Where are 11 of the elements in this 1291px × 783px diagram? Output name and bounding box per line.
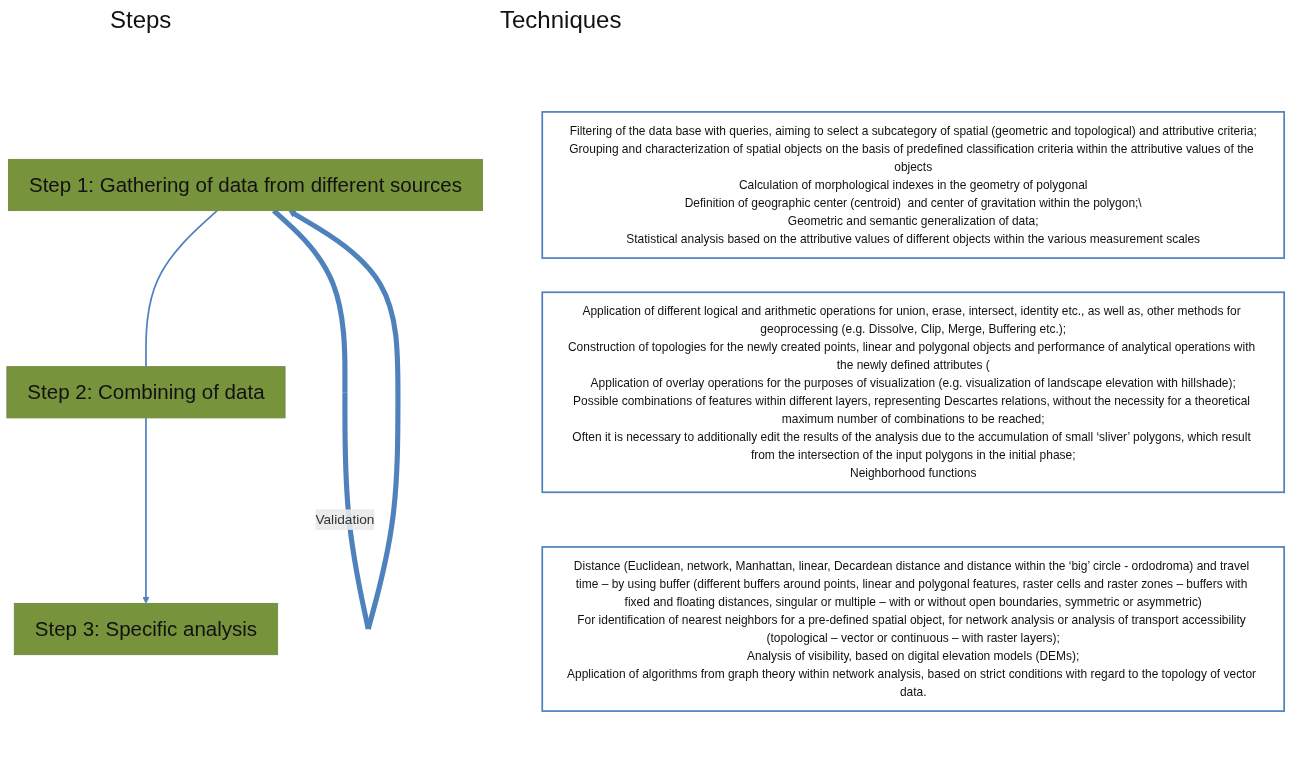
edge-label: Validation [315, 511, 375, 527]
node-box: Step 1: Gathering of data from different sources [8, 158, 483, 212]
node-box: Step 2: Combining of data [6, 366, 286, 419]
column-heading: Steps [110, 6, 172, 34]
arrow [142, 417, 150, 604]
node-box: Distance (Euclidean, network, Manhattan, linear, Decardean distance and distance within the ‘big’ circle - ordodroma) and travel time – by using buffer (different buffers around points, linear and polygonal features, raster cells and raster zones – buffers with fixed and floating distances, singular or multiple – with or without open boundaries, symmetric or asymmetric) For identification of nearest neighbors for a pre-defined spatial object, for network analysis or analysis of transport accessibility (topological – vector or continuous – with raster layers); Analysis of visibility, based on digital elevation models (DEMs); Application of algorithms from graph theory within network analysis, based on strict conditions with regard to the topology of vector data. [541, 546, 1285, 712]
node-box: Application of different logical and arithmetic operations for union, erase, intersect, identity etc., as well as, other methods for geoprocessing (e.g. Dissolve, Clip, Merge, Buffering etc.); Construction of topologies for the newly created points, linear and polygonal objects and performance of analytical operations with the newly defined attributes ( Application of overlay operations for the purposes of visualization (e.g. visualization of landscape elevation with hillshade); Possible combinations of features within different layers, representing Descartes relations, without the necessity for a theoretical maximum number of combinations to be reached; Often it is necessary to additionally edit the results of the analysis due to the accumulation of small ‘sliver’ polygons, which result from the intersection of the input polygons in the initial phase; Neighborhood functions [541, 291, 1285, 494]
connector [145, 209, 218, 368]
node-box: Step 3: Specific analysis [13, 602, 279, 656]
column-heading: Techniques [500, 6, 622, 34]
node-box: Filtering of the data base with queries, aiming to select a subcategory of spatial (geometric and topological) and attributive criteria; Grouping and characterization of spatial objects on the basis of predefined classification criteria within the attributive values of the objects Calculation of morphological indexes in the geometry of polygonal Definition of geographic center (centroid) and center of gravitation within the polygon;\ Geometric and semantic generalization of data; Statistical analysis based on the attributive values of different objects within the various measurement scales [541, 111, 1285, 259]
